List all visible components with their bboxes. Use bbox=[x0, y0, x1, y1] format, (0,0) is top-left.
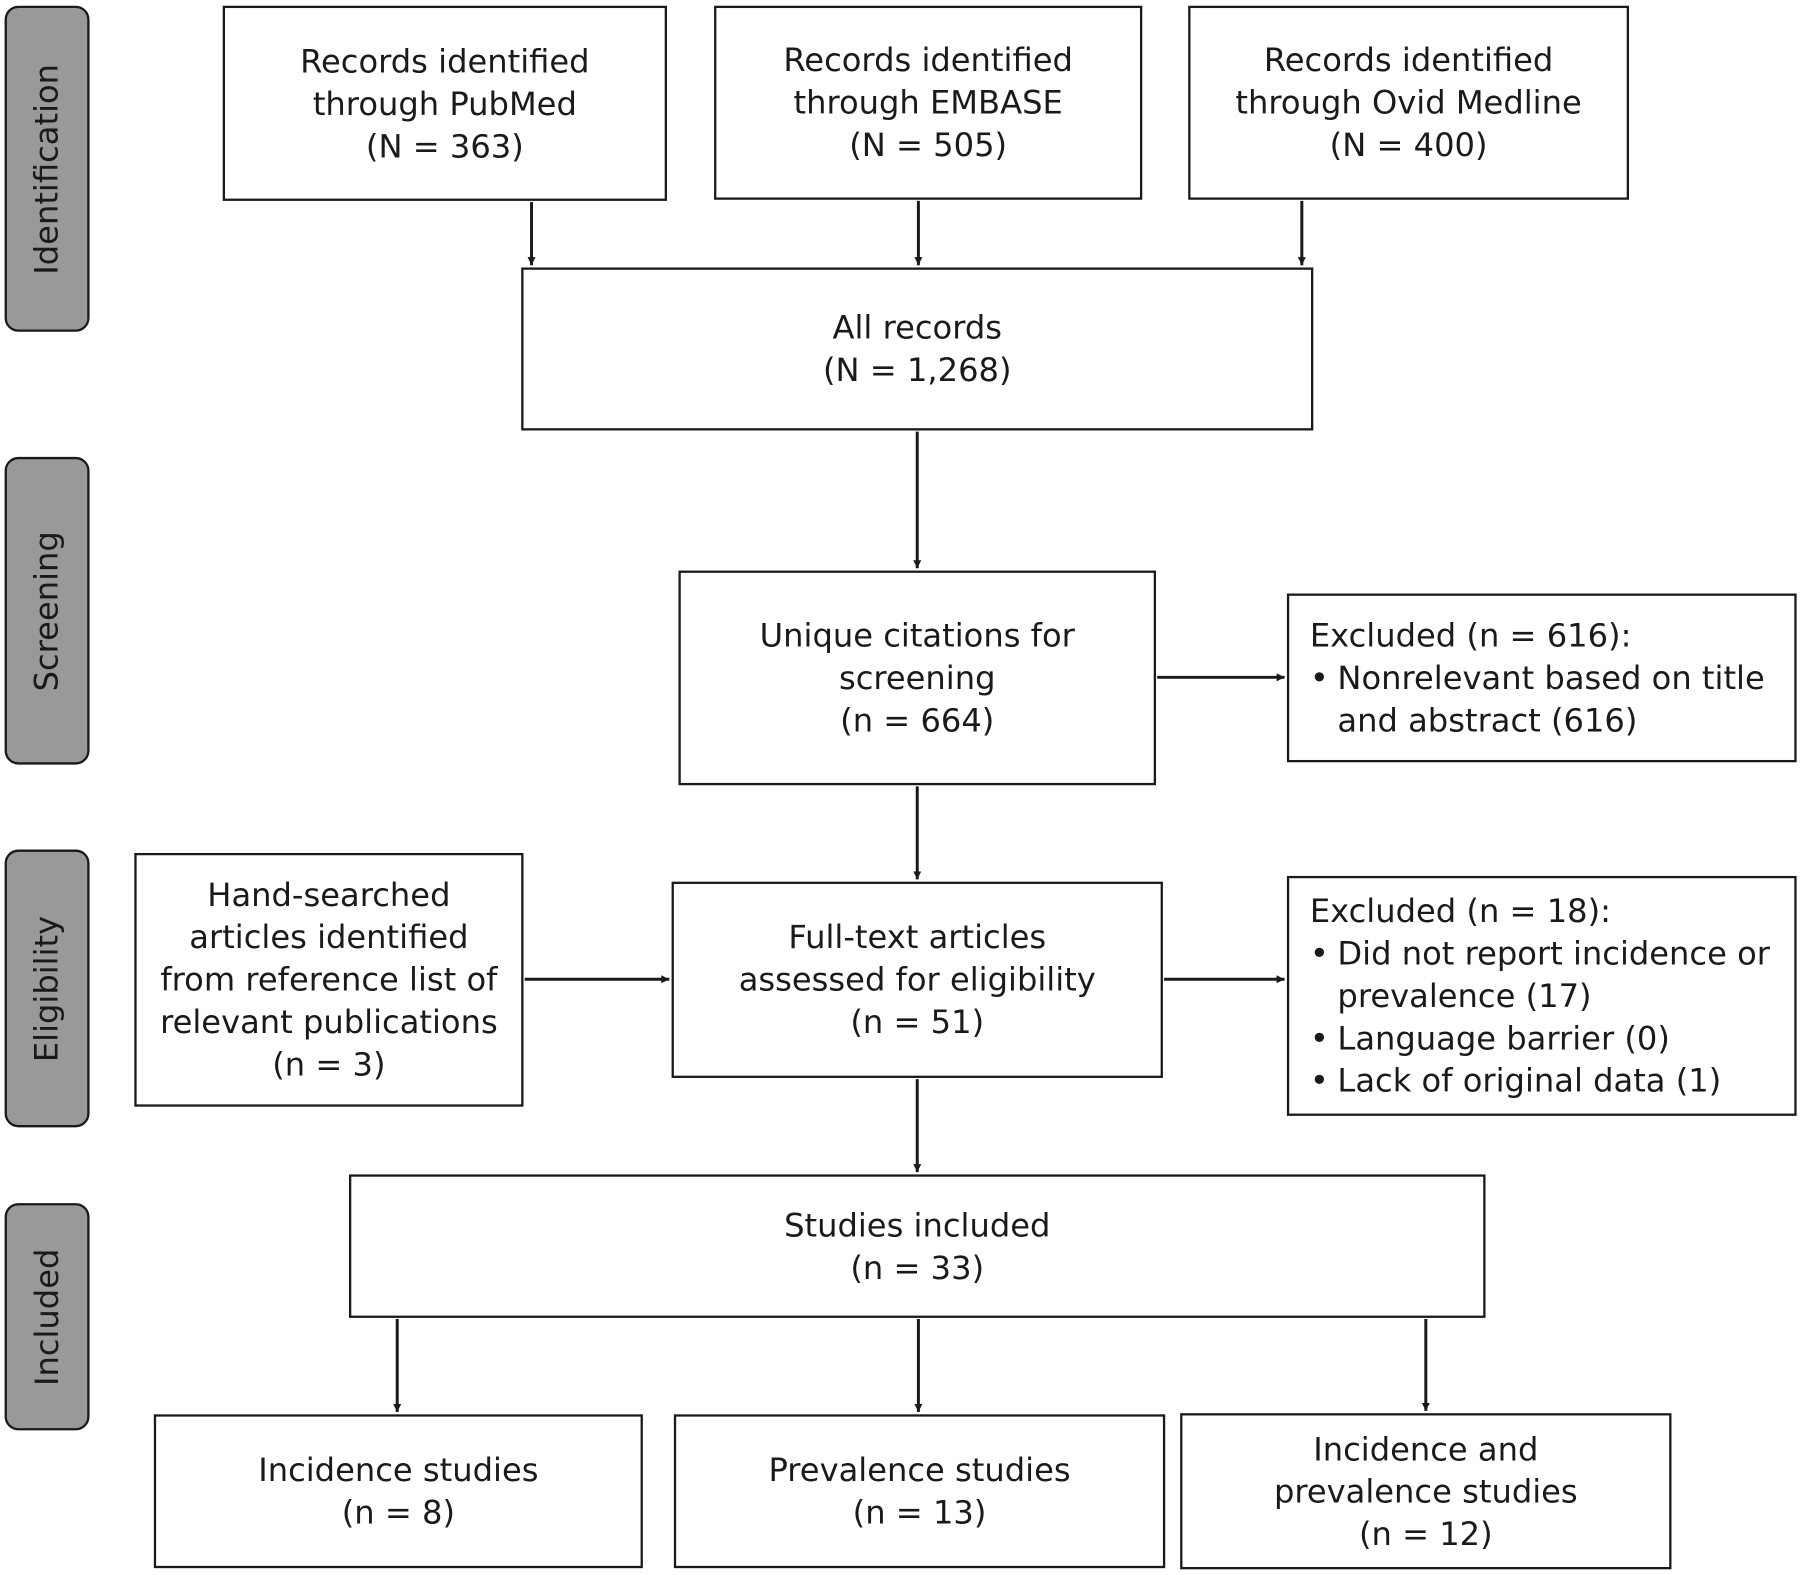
handsearch-line-1: Hand-searched bbox=[207, 875, 451, 914]
studies-included-label: Studies included bbox=[784, 1205, 1051, 1244]
unique-citations-box: Unique citations for screening (n = 664) bbox=[678, 570, 1157, 786]
ovid-box: Records identified through Ovid Medline … bbox=[1188, 5, 1630, 200]
excluded-eligibility-item-3: Lack of original data (1) bbox=[1310, 1060, 1721, 1102]
prevalence-count: (n = 13) bbox=[852, 1493, 987, 1532]
studies-included-box: Studies included (n = 33) bbox=[348, 1174, 1486, 1318]
all-records-box: All records (N = 1,268) bbox=[521, 267, 1314, 431]
ovid-count: (N = 400) bbox=[1329, 126, 1488, 165]
excluded-screening-box: Excluded (n = 616): Nonrelevant based on… bbox=[1286, 593, 1797, 763]
pubmed-line-2: through PubMed bbox=[312, 84, 577, 123]
unique-line-1: Unique citations for bbox=[759, 616, 1075, 655]
ovid-line-2: through Ovid Medline bbox=[1235, 83, 1582, 122]
full-text-box: Full-text articles assessed for eligibil… bbox=[671, 881, 1163, 1078]
excluded-eligibility-heading: Excluded (n = 18): bbox=[1309, 891, 1611, 930]
fulltext-line-1: Full-text articles bbox=[788, 918, 1047, 957]
ovid-line-1: Records identified bbox=[1263, 41, 1554, 80]
both-line-2: prevalence studies bbox=[1273, 1472, 1578, 1511]
incidence-label: Incidence studies bbox=[258, 1451, 539, 1489]
all-records-label: All records bbox=[832, 308, 1003, 347]
embase-line-1: Records identified bbox=[783, 41, 1073, 80]
embase-count: (N = 505) bbox=[849, 126, 1008, 165]
excluded-eligibility-item-1: Did not report incidence or prevalence (… bbox=[1310, 932, 1800, 1017]
prevalence-studies-box: Prevalence studies (n = 13) bbox=[673, 1414, 1166, 1569]
incidence-studies-box: Incidence studies (n = 8) bbox=[153, 1414, 643, 1569]
handsearch-line-3: from reference list of bbox=[160, 960, 498, 999]
hand-searched-box: Hand-searched articles identified from r… bbox=[134, 852, 524, 1107]
fulltext-count: (n = 51) bbox=[850, 1003, 985, 1042]
pubmed-count: (N = 363) bbox=[365, 126, 524, 165]
both-line-1: Incidence and bbox=[1313, 1429, 1539, 1468]
pubmed-line-1: Records identified bbox=[300, 41, 590, 80]
incidence-and-prevalence-box: Incidence and prevalence studies (n = 12… bbox=[1180, 1413, 1672, 1570]
excluded-eligibility-box: Excluded (n = 18): Did not report incide… bbox=[1286, 875, 1800, 1116]
excluded-eligibility-item-2: Language barrier (0) bbox=[1310, 1017, 1669, 1059]
stage-identification: Identification bbox=[4, 5, 90, 332]
stage-screening: Screening bbox=[4, 456, 90, 765]
unique-count: (n = 664) bbox=[840, 701, 995, 740]
handsearch-line-2: articles identified bbox=[189, 918, 469, 957]
prevalence-label: Prevalence studies bbox=[768, 1451, 1071, 1489]
stage-eligibility: Eligibility bbox=[4, 849, 90, 1128]
embase-box: Records identified through EMBASE (N = 5… bbox=[714, 5, 1143, 200]
all-records-count: (N = 1,268) bbox=[822, 351, 1012, 390]
embase-line-2: through EMBASE bbox=[793, 83, 1063, 122]
fulltext-line-2: assessed for eligibility bbox=[738, 960, 1096, 999]
stage-included: Included bbox=[4, 1203, 90, 1431]
unique-line-2: screening bbox=[838, 658, 996, 697]
both-count: (n = 12) bbox=[1358, 1514, 1493, 1553]
excluded-screening-heading: Excluded (n = 616): bbox=[1309, 616, 1632, 655]
pubmed-box: Records identified through PubMed (N = 3… bbox=[222, 5, 667, 201]
excluded-screening-item: Nonrelevant based on title and abstract … bbox=[1310, 657, 1797, 742]
studies-included-count: (n = 33) bbox=[850, 1248, 985, 1287]
handsearch-count: (n = 3) bbox=[272, 1045, 386, 1084]
handsearch-line-4: relevant publications bbox=[160, 1003, 498, 1042]
incidence-count: (n = 8) bbox=[341, 1493, 455, 1532]
